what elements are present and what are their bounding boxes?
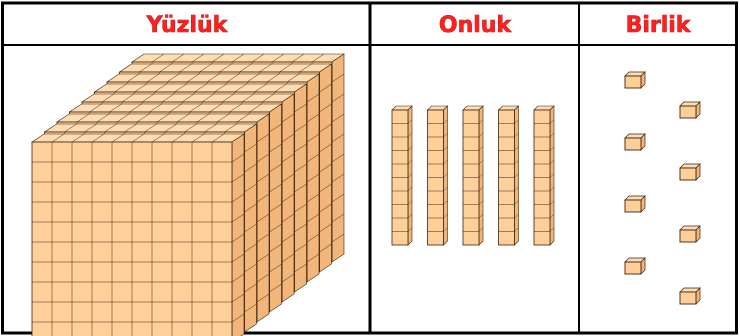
one-cube <box>625 196 645 212</box>
ones-cubes <box>625 72 700 304</box>
hundreds-blocks <box>32 54 344 336</box>
ten-rod <box>392 106 412 245</box>
ten-rod <box>534 106 554 245</box>
header-ones: Birlik <box>626 13 692 38</box>
tens-rods <box>392 106 554 245</box>
hundred-flat <box>32 134 244 336</box>
header-tens: Onluk <box>439 13 513 38</box>
ten-rod <box>499 106 519 245</box>
one-cube <box>680 164 700 180</box>
one-cube <box>680 226 700 242</box>
one-cube <box>680 102 700 118</box>
ten-rod <box>428 106 448 245</box>
header-hundreds: Yüzlük <box>146 13 229 38</box>
one-cube <box>625 258 645 274</box>
ten-rod <box>463 106 483 245</box>
one-cube <box>625 72 645 88</box>
one-cube <box>625 134 645 150</box>
one-cube <box>680 288 700 304</box>
